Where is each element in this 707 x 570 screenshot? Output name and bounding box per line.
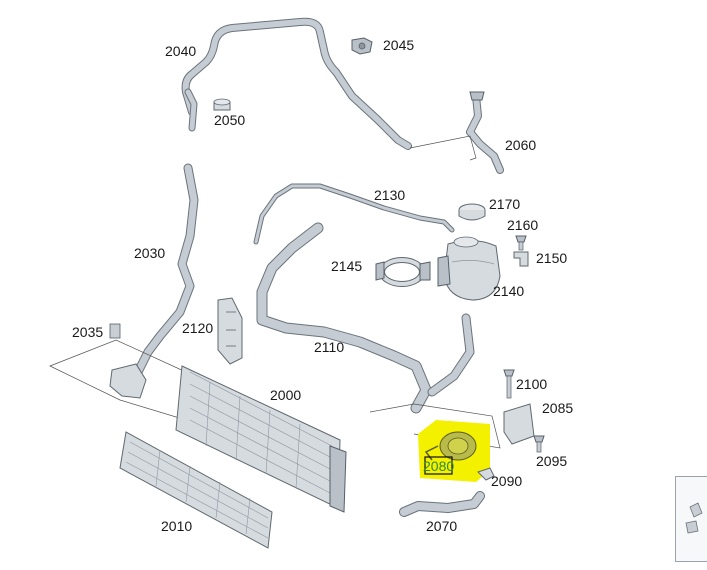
label-2000: 2000 xyxy=(270,387,301,403)
hose-2070[interactable] xyxy=(399,491,485,517)
bracket-2150[interactable] xyxy=(513,251,529,267)
hose-2130[interactable] xyxy=(253,183,455,245)
label-2145: 2145 xyxy=(331,258,362,274)
expansion-tank-2140[interactable] xyxy=(437,236,501,301)
hose-2060[interactable] xyxy=(466,91,504,174)
hose-2110[interactable] xyxy=(256,222,475,414)
label-2095: 2095 xyxy=(536,453,567,469)
radiator-2000[interactable] xyxy=(175,365,347,513)
label-2100: 2100 xyxy=(516,376,547,392)
label-2070: 2070 xyxy=(426,518,457,534)
callout-box-2080 xyxy=(424,456,453,475)
label-2090: 2090 xyxy=(491,473,522,489)
label-2140: 2140 xyxy=(493,283,524,299)
label-2035: 2035 xyxy=(72,324,103,340)
label-2130: 2130 xyxy=(374,187,405,203)
thumbnail-preview[interactable] xyxy=(675,476,707,562)
label-2060: 2060 xyxy=(505,137,536,153)
clip-2090[interactable] xyxy=(477,467,495,481)
label-2050: 2050 xyxy=(214,112,245,128)
hose-2040[interactable] xyxy=(181,17,412,150)
radiator-2010[interactable] xyxy=(119,431,273,549)
clip-2045[interactable] xyxy=(351,37,373,55)
label-2110: 2110 xyxy=(314,339,344,355)
bolt-2100[interactable] xyxy=(503,369,515,399)
label-2045: 2045 xyxy=(383,37,414,53)
cap-2050[interactable] xyxy=(213,98,231,111)
label-2150: 2150 xyxy=(536,250,567,266)
label-2040: 2040 xyxy=(165,43,196,59)
cap-2170[interactable] xyxy=(458,203,486,221)
hose-connector-2030[interactable] xyxy=(109,363,147,399)
thumbnail-preview-icon xyxy=(685,502,703,534)
bracket-2085[interactable] xyxy=(503,403,535,445)
bolt-2095[interactable] xyxy=(533,435,545,453)
label-2010: 2010 xyxy=(161,518,192,534)
hose-2030[interactable] xyxy=(133,163,199,377)
water-pump-2080[interactable] xyxy=(418,420,490,482)
label-2085: 2085 xyxy=(542,400,573,416)
screw-2160[interactable] xyxy=(515,235,527,251)
label-2170: 2170 xyxy=(489,196,520,212)
bracket-2120[interactable] xyxy=(217,297,243,365)
label-2080: 2080 xyxy=(423,458,454,474)
fitting-2035[interactable] xyxy=(109,323,121,339)
label-2120: 2120 xyxy=(182,320,213,336)
label-2030: 2030 xyxy=(134,245,165,261)
label-2160: 2160 xyxy=(507,217,538,233)
bracket-2145[interactable] xyxy=(375,257,431,287)
